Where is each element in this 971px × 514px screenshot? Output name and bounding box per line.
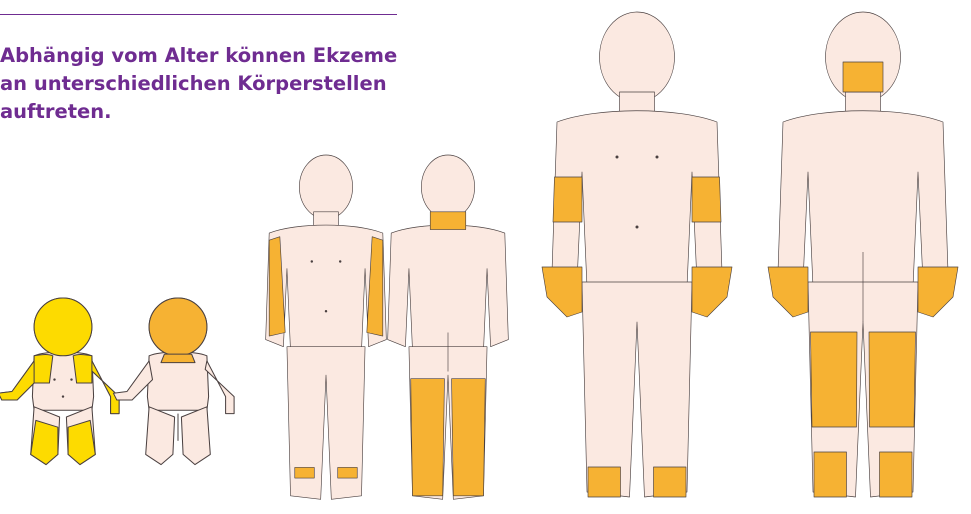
infant-front-figure <box>0 298 119 465</box>
adult-front-figure <box>542 12 732 497</box>
infant-back-figure <box>113 298 234 465</box>
adult-back-figure <box>768 12 958 497</box>
child-front-figure <box>266 155 387 499</box>
child-back-figure <box>388 155 509 499</box>
